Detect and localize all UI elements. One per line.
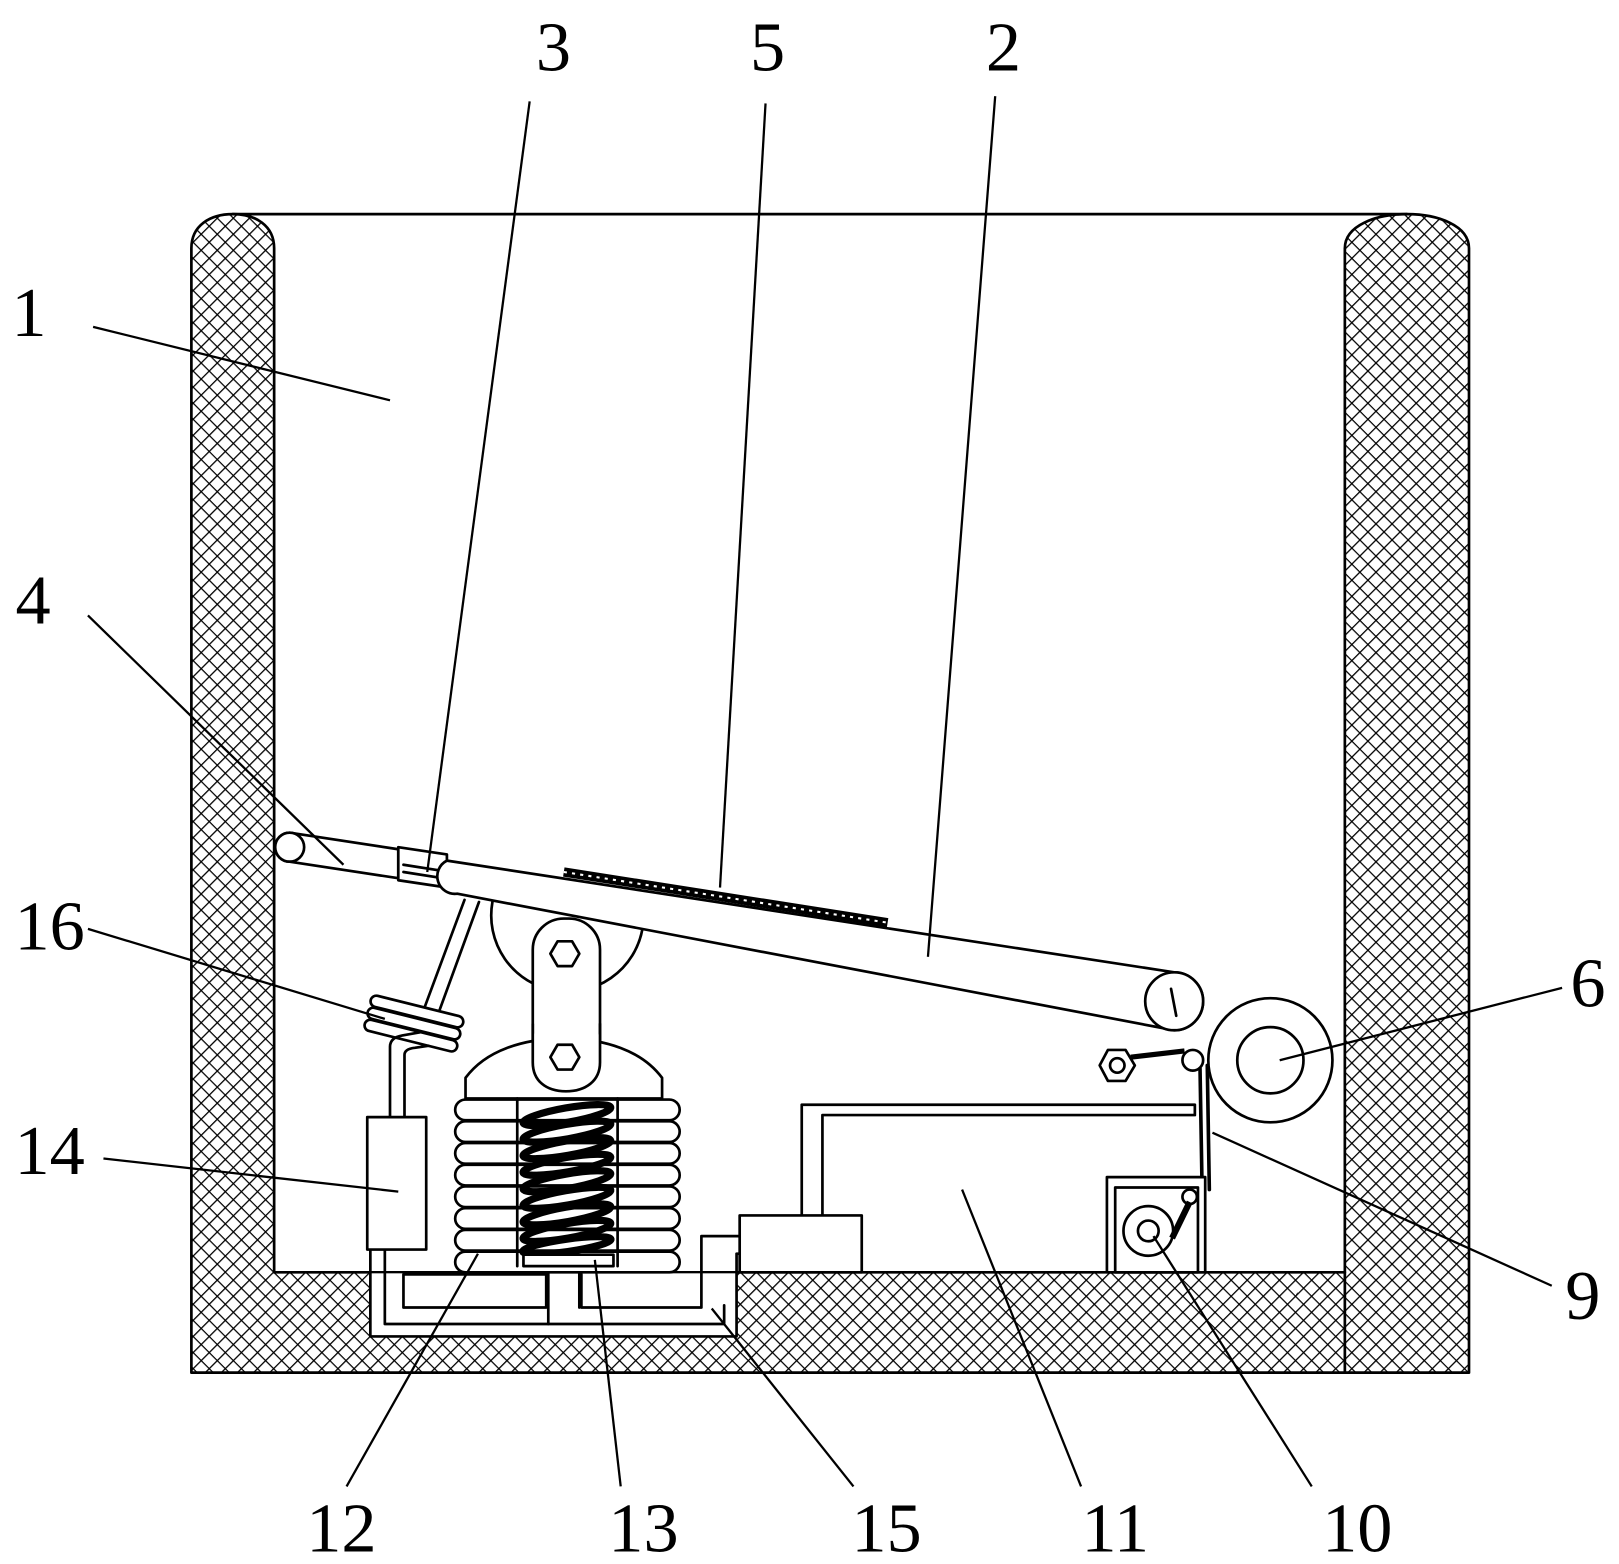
winder-inner-housing: [1113, 1186, 1200, 1274]
lower-nut-icon-front: [549, 1043, 581, 1071]
leader-11: [961, 1189, 1083, 1487]
label-5: 5: [750, 8, 785, 86]
roller-mark: [1169, 987, 1178, 1018]
label-13: 13: [608, 1490, 678, 1564]
rod-end-pin: [273, 831, 306, 863]
pipe-outlet: [546, 1270, 581, 1326]
leader-9: [1211, 1131, 1553, 1287]
housing-wall: [190, 212, 1471, 1374]
leader-lines: [87, 96, 1563, 1488]
label-14: 14: [14, 1112, 84, 1190]
label-1: 1: [11, 274, 46, 352]
spring-coil: [519, 1233, 615, 1258]
frame-outer: [800, 1103, 1197, 1217]
leader-4: [87, 614, 345, 866]
leader-16: [87, 927, 386, 1020]
label-12: 12: [306, 1490, 376, 1564]
lever-assembly: [273, 831, 1205, 1032]
hex-nut-hole: [1108, 1056, 1126, 1075]
leader-5: [718, 103, 767, 888]
label-10: 10: [1322, 1490, 1392, 1564]
winder-belt: [1169, 1200, 1193, 1240]
wire-top: [1130, 1048, 1185, 1060]
label-2: 2: [986, 8, 1021, 86]
guide-pulley: [1181, 1048, 1205, 1072]
roller-6: [1206, 996, 1334, 1124]
floor-channel-cutout: [369, 1273, 738, 1338]
roller-inner: [1235, 1025, 1305, 1095]
label-4: 4: [16, 562, 51, 640]
cushion-16: [363, 994, 465, 1053]
leader-3: [426, 101, 531, 873]
leader-12: [345, 1253, 479, 1487]
leader-2: [926, 96, 997, 957]
leader-6: [1279, 986, 1563, 1062]
leader-1: [92, 325, 391, 402]
rack-teeth: [563, 870, 888, 924]
component-14: [365, 1115, 428, 1251]
leader-10: [1152, 1235, 1313, 1488]
pipe-inner-wall: [383, 1248, 726, 1326]
label-16: 16: [14, 888, 84, 966]
frame-11: [738, 1103, 1197, 1274]
motor-box: [738, 1214, 864, 1274]
label-9: 9: [1565, 1257, 1600, 1335]
label-15: 15: [851, 1490, 921, 1564]
cushion-rod: [422, 898, 481, 1015]
upper-nut-icon: [549, 939, 581, 968]
leader-13: [593, 1259, 622, 1487]
cushion-disc: [363, 1018, 459, 1053]
label-3: 3: [536, 8, 571, 86]
spring-13: [519, 1100, 615, 1258]
channel-left: [402, 1273, 548, 1309]
wire-9: [1098, 1048, 1212, 1238]
channel-right: [580, 1234, 742, 1309]
leader-15: [710, 1307, 855, 1488]
wire-vertical: [1198, 1063, 1212, 1192]
bellows-inner-walls: [515, 1097, 619, 1268]
label-11: 11: [1081, 1490, 1149, 1564]
link-plate-edges: [531, 1022, 602, 1093]
winder-guide: [1181, 1188, 1199, 1206]
label-6: 6: [1570, 944, 1605, 1022]
reference-labels: 3 5 2 1 4 16 6 14 9 12 13 15 11 10: [11, 8, 1605, 1564]
spring-base-plate: [522, 1253, 615, 1268]
pipe-15: [369, 1234, 745, 1338]
leader-14: [103, 1157, 399, 1193]
housing: [190, 212, 1471, 1374]
elbow-pipe: [388, 1030, 430, 1119]
winder-10: [1105, 1175, 1207, 1274]
